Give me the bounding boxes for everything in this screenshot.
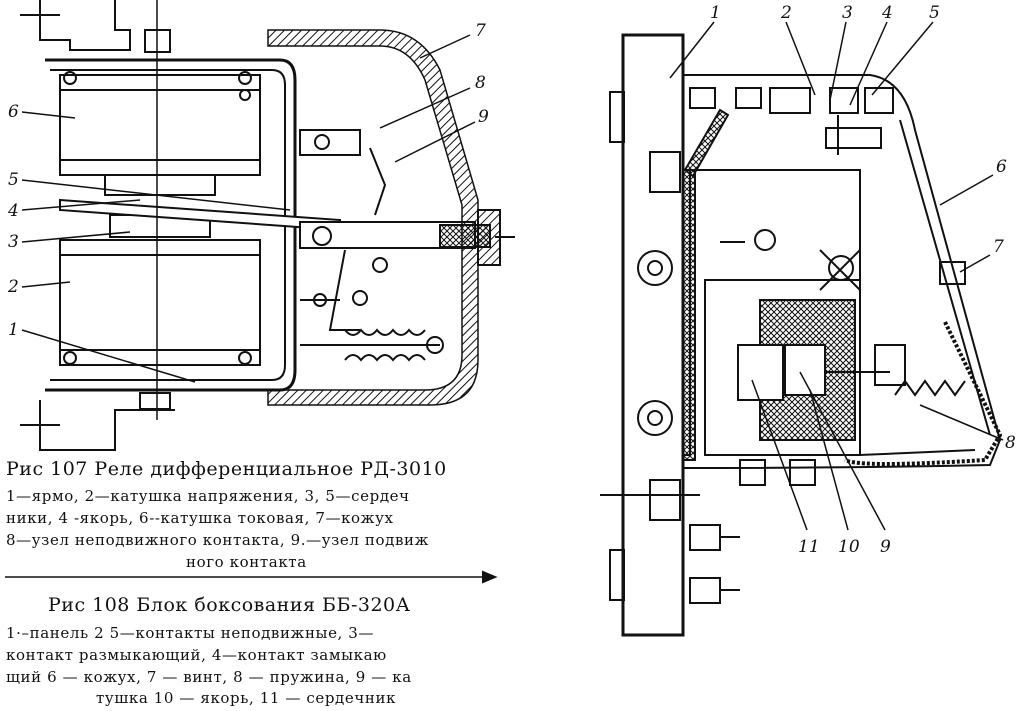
callout-8: 8 — [1005, 433, 1016, 453]
fig107-caption-line: 8—узел неподвижного контакта, 9.—узел по… — [6, 531, 429, 549]
relay-callout-lines — [21, 34, 476, 383]
boxing-unit-callout-labels: 1 2 3 4 5 6 7 8 9 10 11 — [710, 3, 1016, 557]
fig108-caption-line: контакт размыкающий, 4—контакт замыкаю — [6, 646, 387, 664]
callout-4: 4 — [881, 3, 893, 23]
callout-6: 6 — [996, 157, 1007, 177]
callout-6: 6 — [8, 102, 19, 122]
fig107-caption-line: ники, 4 -якорь, 6--катушка токовая, 7—ко… — [6, 509, 394, 527]
callout-9: 9 — [880, 537, 891, 557]
callout-7: 7 — [993, 237, 1004, 257]
relay-callout-labels: 1 2 3 4 5 6 7 8 9 — [7, 21, 489, 340]
fig108-caption-line: тушка 10 — якорь, 11 — сердечник — [96, 689, 397, 707]
fig108-caption-line: 1·–панель 2 5—контакты неподвижные, 3— — [6, 624, 375, 642]
boxing-unit-bb320a-drawing — [600, 33, 1003, 637]
relay-rd3010-drawing — [5, 0, 515, 584]
callout-8: 8 — [475, 73, 486, 93]
callout-1: 1 — [710, 3, 721, 23]
callout-7: 7 — [475, 21, 486, 41]
callout-3: 3 — [8, 232, 19, 252]
callout-5: 5 — [929, 3, 940, 23]
callout-2: 2 — [7, 277, 19, 297]
boxing-unit-callout-lines — [669, 21, 1004, 531]
callout-1: 1 — [8, 320, 19, 340]
callout-9: 9 — [478, 107, 489, 127]
callout-10: 10 — [838, 537, 860, 557]
fig108-caption-line: щий 6 — кожух, 7 — винт, 8 — пружина, 9 … — [6, 668, 412, 686]
fig107-caption-title: Рис 107 Реле дифференциальное РД-3010 — [6, 458, 447, 480]
callout-5: 5 — [8, 170, 19, 190]
callout-3: 3 — [842, 3, 853, 23]
callout-11: 11 — [798, 537, 820, 557]
fig107-caption-line: ного контакта — [186, 553, 307, 571]
fig108-caption-title: Рис 108 Блок боксования ББ-320А — [48, 594, 411, 616]
callout-2: 2 — [780, 3, 792, 23]
fig107-caption-line: 1—ярмо, 2—катушка напряжения, 3, 5—серде… — [6, 487, 410, 505]
callout-4: 4 — [7, 201, 19, 221]
